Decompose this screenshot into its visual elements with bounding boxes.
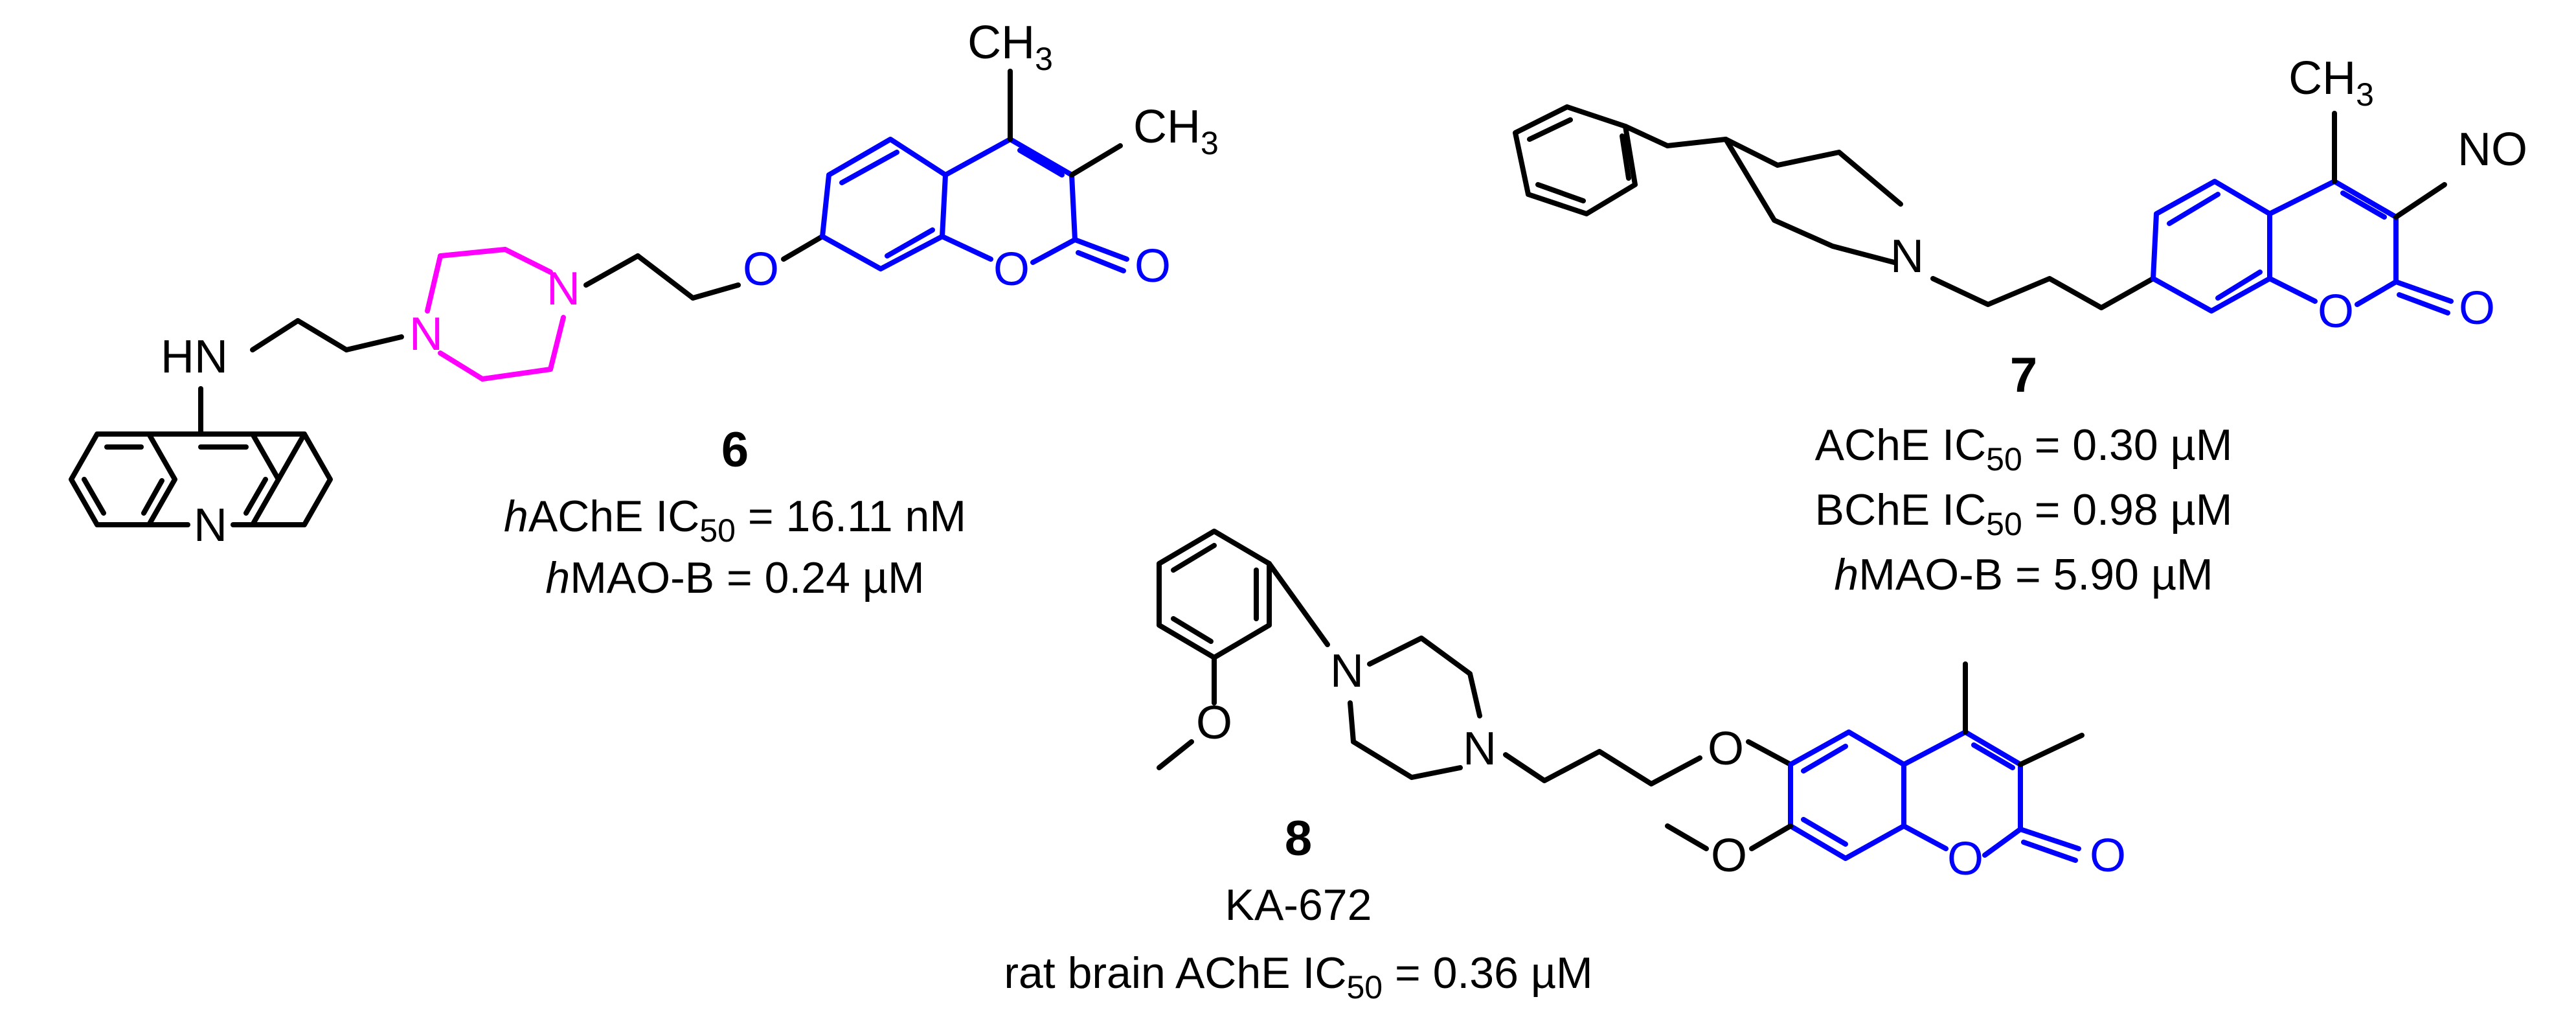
coumarin-ring-oxygen-7: O (2318, 286, 2354, 338)
coumarin-ring-oxygen-8: O (1947, 833, 1983, 885)
compound-8-number: 8 (1285, 811, 1312, 866)
propoxy-linker (1503, 739, 1793, 786)
nitroso-label: NO (2457, 124, 2527, 176)
tacrine-cyclohexane-ring (250, 431, 333, 527)
methoxy-oxygen-2: O (1711, 830, 1747, 882)
methyl-nitroso-bonds-7 (2332, 111, 2447, 220)
piperidine-nitrogen: N (1890, 231, 1924, 282)
amine-nh-label: HN (161, 331, 228, 383)
coumarin-core (820, 137, 1129, 273)
compound-8-structure: O N N O O (1157, 529, 2126, 885)
compound-6-maob-activity: hMAO-B = 0.24 µM (545, 553, 924, 602)
tacrine-ring-nitrogen: N (194, 499, 227, 551)
benzyl-ring (1513, 104, 1728, 216)
methyl-label-7: CH3 (2288, 52, 2374, 113)
tacrine-pyridine-ring (146, 431, 281, 527)
piperazine-n1-label: N (409, 308, 443, 360)
piperazine-n1-label-8: N (1330, 645, 1364, 697)
piperazine-n2-label-8: N (1463, 723, 1497, 775)
compound-7-ache-activity: AChE IC50 = 0.30 µM (1815, 420, 2233, 477)
ether-oxygen-label: O (743, 244, 779, 295)
compound-8-ache-activity: rat brain AChE IC50 = 0.36 µM (1004, 948, 1592, 1005)
compound-7-number: 7 (2010, 348, 2037, 403)
coumarin-core-7 (2151, 179, 2454, 315)
coumarin-substituents-8 (1665, 661, 2085, 851)
piperazine-n2-label: N (547, 263, 580, 315)
compound-7-maob-activity: hMAO-B = 5.90 µM (1834, 550, 2213, 599)
coumarin-core-8 (1788, 729, 2081, 863)
coumarin-carbonyl-oxygen-8: O (2090, 830, 2126, 882)
methoxyphenyl-ring (1157, 529, 1330, 770)
ether-oxygen-8: O (1708, 723, 1744, 775)
amine-linker (198, 318, 404, 437)
compound-7-structure: N O O CH3 NO (1513, 52, 2527, 338)
methyl-4-label: CH3 (967, 17, 1053, 77)
methoxy-oxygen-1: O (1196, 697, 1232, 749)
methyl-bonds (1008, 69, 1123, 178)
compound-6-ache-activity: hAChE IC50 = 16.11 nM (504, 492, 966, 549)
methyl-3-label: CH3 (1133, 101, 1219, 161)
compound-6-number: 6 (721, 422, 749, 477)
coumarin-carbonyl-oxygen: O (1135, 240, 1171, 292)
coumarin-carbonyl-oxygen-7: O (2459, 282, 2495, 334)
ethoxy-linker (583, 234, 825, 301)
compound-7-bche-activity: BChE IC50 = 0.98 µM (1815, 485, 2233, 542)
piperidine-ring (1723, 137, 1903, 265)
propyl-linker (1930, 276, 2156, 310)
tacrine-benzene-ring (69, 431, 177, 527)
piperazine-ring (425, 247, 566, 382)
compound-6-structure: N HN N N O (69, 17, 1219, 551)
piperazine-ring-8 (1348, 636, 1482, 780)
compound-8-name: KA-672 (1225, 880, 1372, 930)
coumarin-ring-oxygen: O (993, 244, 1030, 295)
